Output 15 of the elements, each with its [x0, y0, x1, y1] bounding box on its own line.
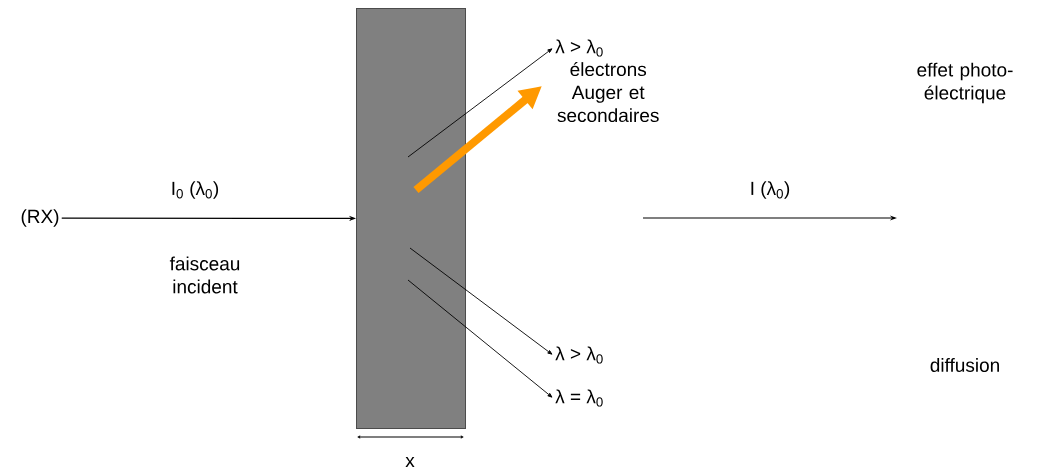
edge-label: I$_{0}$ (λ$_{0}$) [172, 181, 219, 199]
text-label: I (λ$_{0}$) [751, 181, 790, 199]
text-label: diffusion [930, 358, 999, 372]
arrow [407, 48, 553, 158]
text-label: électrons Auger et secondaires [557, 61, 659, 123]
text-label: (RX) [21, 209, 59, 227]
text-label: x [405, 457, 415, 467]
text-label: faisceau incident [169, 256, 240, 294]
text-label: λ > λ$_{0}$ [555, 39, 603, 57]
text-label: effet photo-électrique [917, 62, 1013, 104]
text-label: λ > λ$_{0}$ [555, 346, 603, 364]
arrow [407, 279, 553, 398]
arrow [409, 247, 553, 355]
material-slab [356, 8, 466, 429]
text-label: λ = λ$_{0}$ [555, 389, 603, 407]
